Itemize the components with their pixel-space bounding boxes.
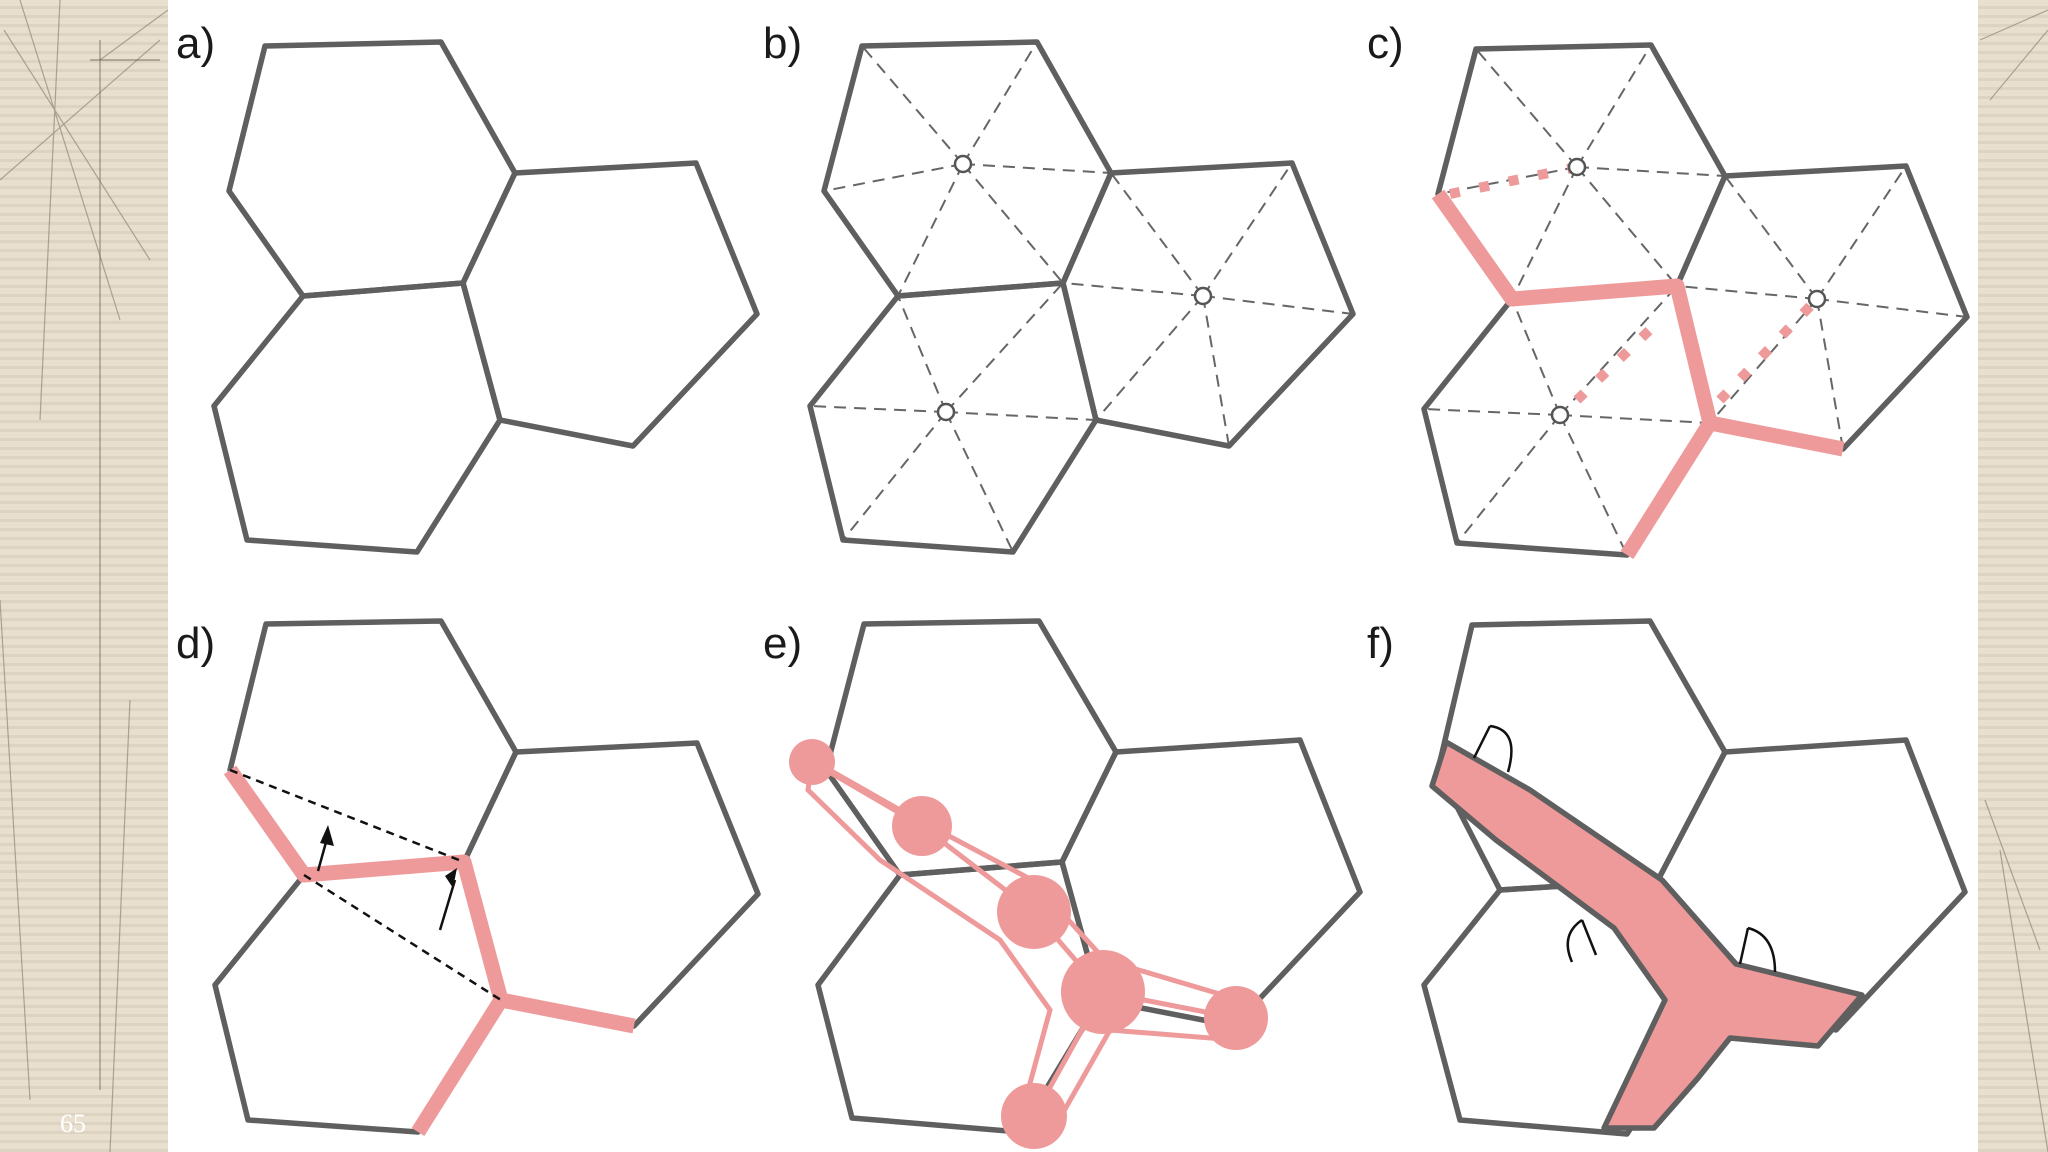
panel-f-label: f) (1367, 619, 1394, 668)
centroid-node (953, 154, 973, 174)
angle-arc (1489, 724, 1513, 773)
panel-f: f) (1367, 618, 1968, 1137)
hexagon (211, 280, 503, 555)
centroid-node (1193, 286, 1213, 306)
offset-arrow (438, 879, 457, 931)
panel-c-skeleton (1431, 162, 1845, 559)
panel-a-hexagons (211, 39, 760, 555)
skeleton-path (1431, 189, 1845, 457)
angle-arc (1566, 918, 1583, 963)
sphere-node (789, 739, 835, 785)
triangulation-line (1676, 165, 1968, 450)
arrowhead-icon (320, 825, 334, 846)
sphere-node (892, 796, 952, 856)
centroid-node (1567, 157, 1587, 177)
panel-e-sphere-chain (789, 739, 1268, 1149)
skeleton-dotted-link (1573, 316, 1664, 404)
panel-c: c) (1367, 19, 1970, 559)
panel-d: d) (176, 618, 761, 1136)
panel-e: e) (763, 618, 1363, 1149)
panel-b: b) (763, 19, 1356, 555)
panel-a: a) (176, 19, 760, 555)
centroid-node (1550, 405, 1570, 425)
skeleton-dotted-link (1448, 162, 1579, 199)
centroid-node (1807, 289, 1827, 309)
panel-f-angle-marks (1472, 724, 1777, 973)
triangulation-line (1062, 162, 1354, 447)
triangulation-line (1423, 285, 1711, 556)
panel-d-offset-guides (229, 768, 502, 1002)
centroid-node (936, 402, 956, 422)
panel-c-centroids (1550, 157, 1827, 425)
panel-d-skeleton (223, 765, 636, 1136)
hexagon (807, 280, 1099, 555)
panel-b-label: b) (763, 19, 802, 68)
angle-arc (1747, 926, 1777, 973)
skeleton-branch (411, 996, 508, 1136)
arrowhead-icon (445, 868, 457, 888)
panel-d-label: d) (176, 619, 215, 668)
skeleton-path (223, 765, 636, 1034)
sphere-node (1001, 1083, 1067, 1149)
triangulation-line (1437, 44, 1726, 300)
panel-b-hexagons (807, 39, 1356, 555)
panel-e-label: e) (763, 619, 802, 668)
panel-c-label: c) (1367, 19, 1404, 68)
angle-tick (1738, 927, 1750, 965)
sphere-node (997, 875, 1071, 949)
skeleton-branch (1620, 419, 1717, 559)
triangulation-line (823, 41, 1112, 297)
triangulation-line (809, 282, 1097, 553)
panel-a-label: a) (176, 19, 215, 68)
thickened-strut (1429, 739, 1865, 1131)
offset-guide-line (303, 873, 502, 1002)
angle-tick (1580, 919, 1598, 956)
panel-c-triangulation (1423, 44, 1968, 556)
sphere-node (1204, 986, 1268, 1050)
sphere-node (1061, 950, 1145, 1034)
panel-b-triangulation (809, 41, 1354, 553)
page-number: 65 (60, 1109, 86, 1138)
angle-tick (1472, 725, 1492, 759)
right-border-decoration (1978, 0, 2048, 1152)
panel-b-centroids (936, 154, 1213, 422)
left-border-decoration (0, 0, 169, 1152)
